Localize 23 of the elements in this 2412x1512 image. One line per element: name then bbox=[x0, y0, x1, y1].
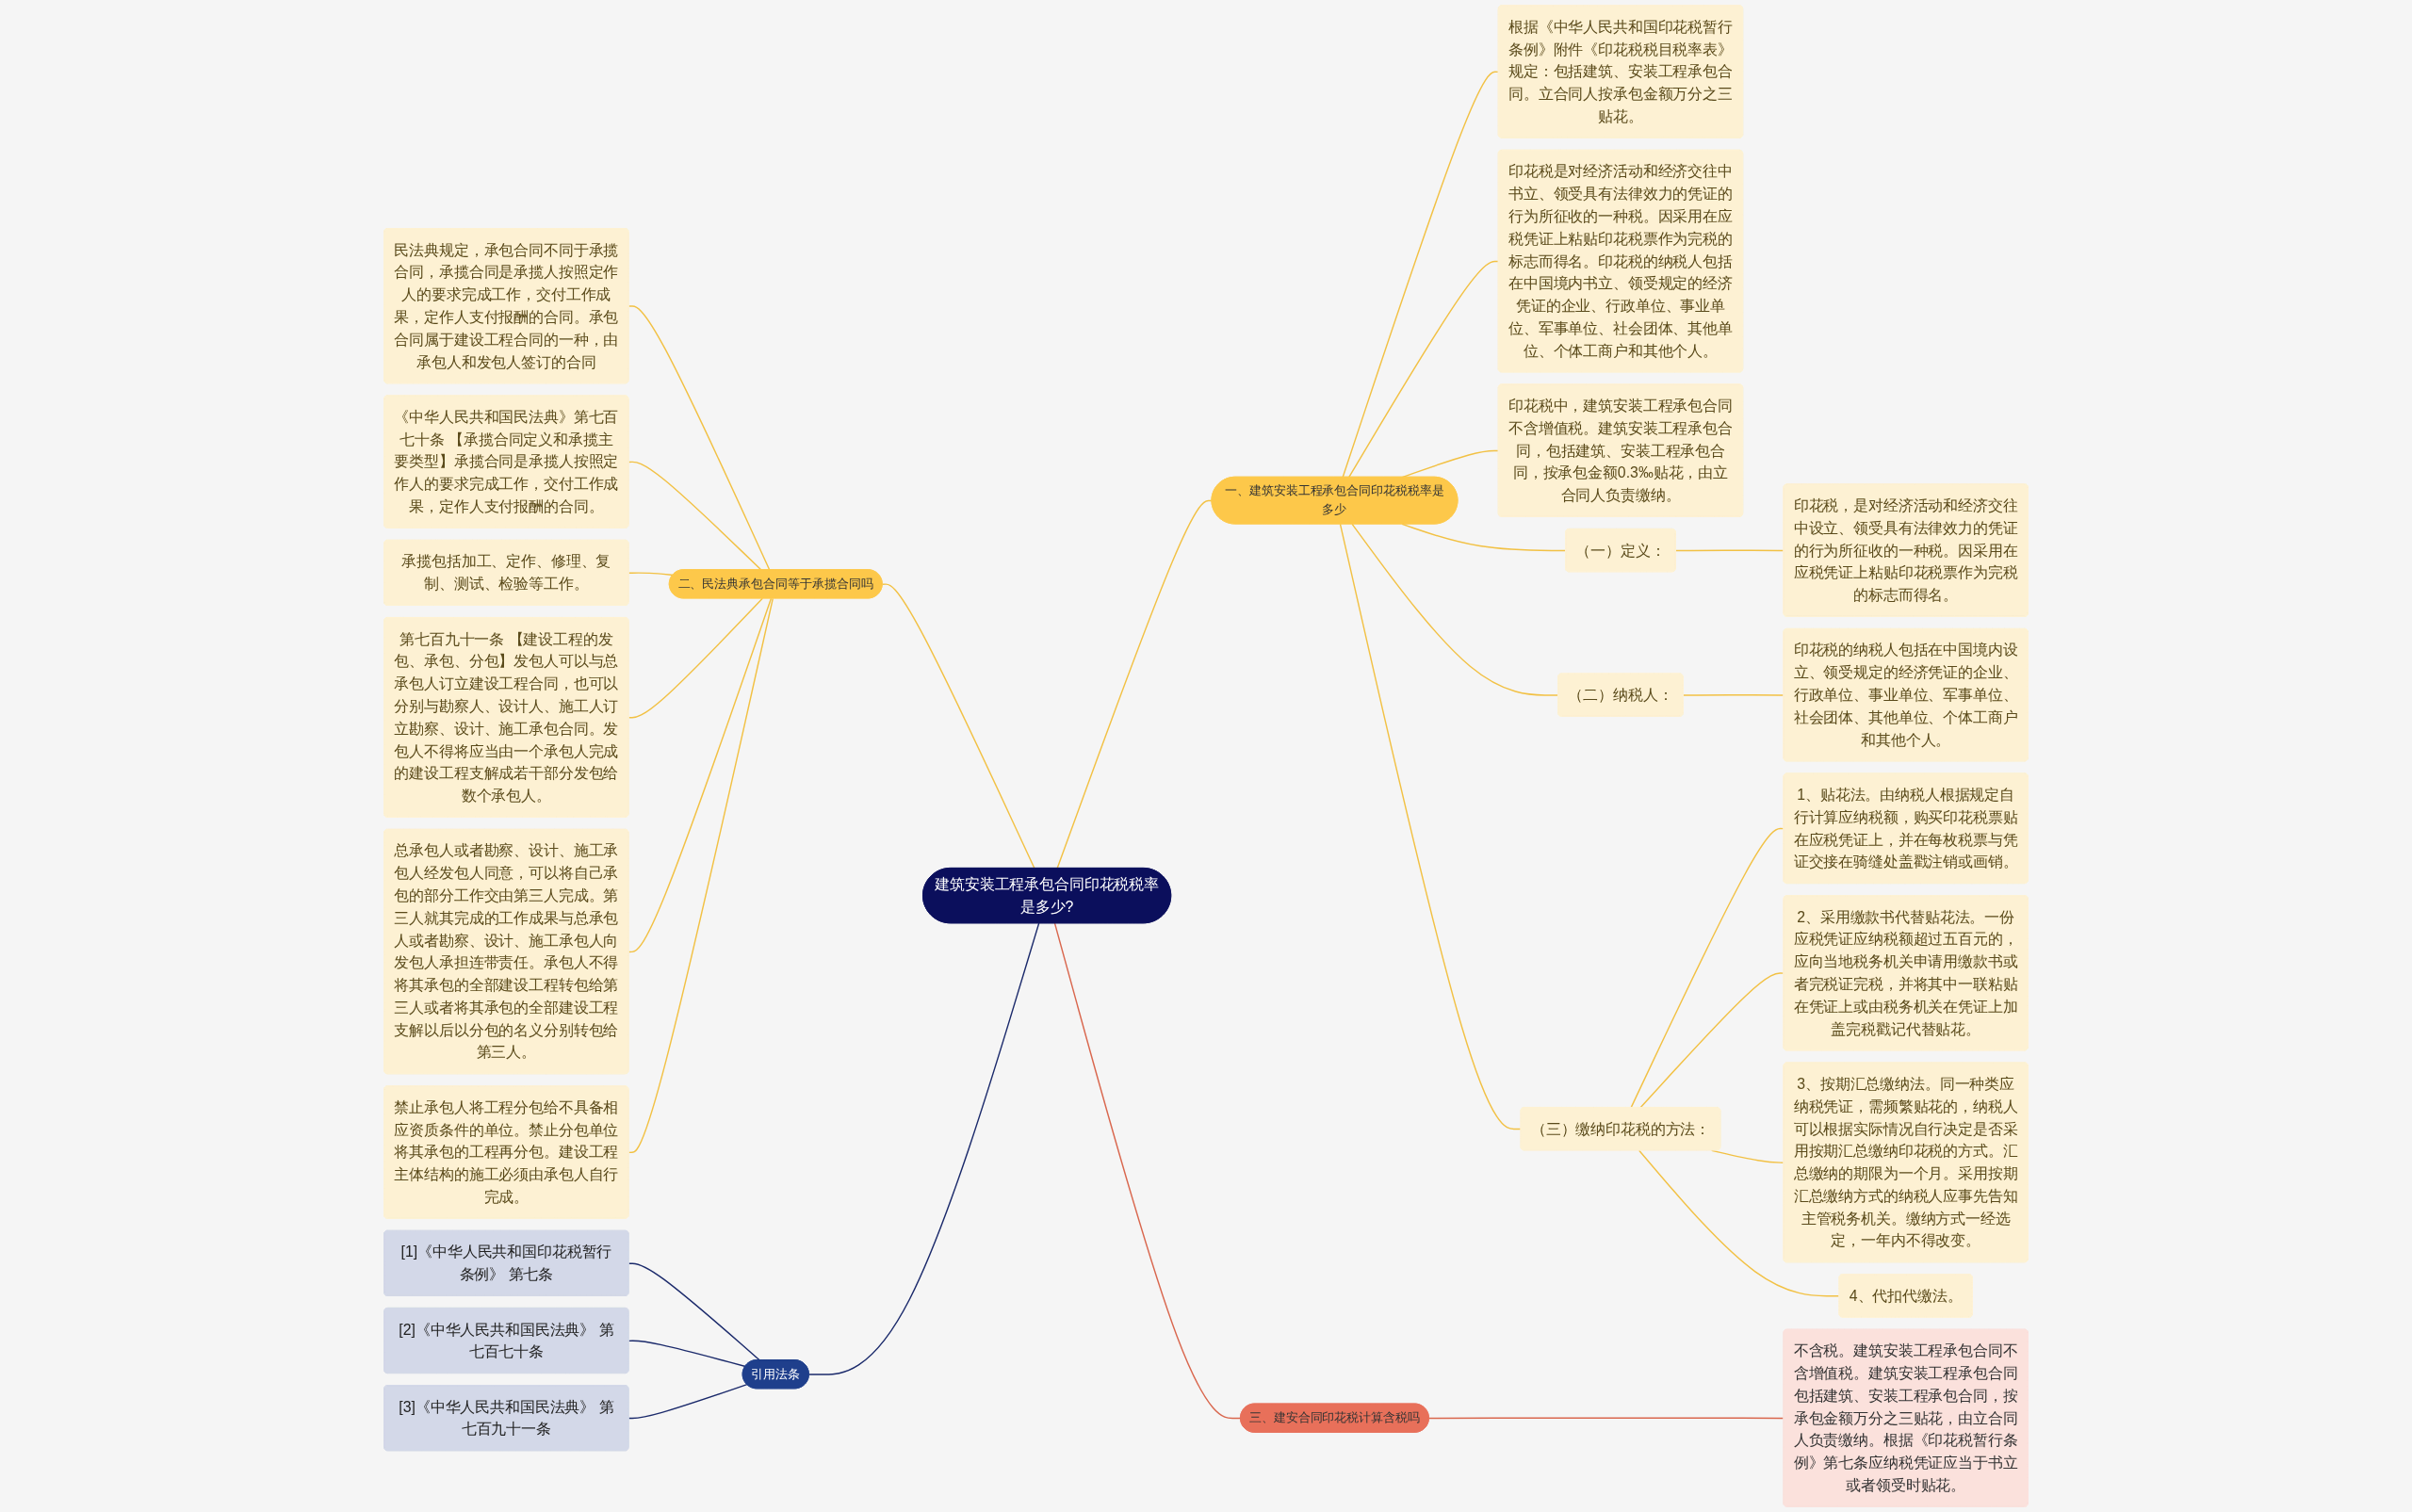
connector bbox=[627, 461, 762, 571]
connector bbox=[1682, 694, 1785, 696]
connector bbox=[881, 583, 1035, 870]
connector bbox=[627, 305, 771, 571]
connector bbox=[1056, 499, 1213, 870]
connector bbox=[1674, 549, 1785, 552]
connector bbox=[1428, 1417, 1785, 1420]
connector bbox=[627, 597, 763, 719]
connector bbox=[1339, 523, 1523, 1130]
connector bbox=[1638, 1149, 1840, 1297]
connector bbox=[1639, 972, 1785, 1109]
connector bbox=[627, 597, 774, 1154]
connector bbox=[1351, 523, 1559, 696]
connector bbox=[627, 1262, 761, 1361]
connector bbox=[1053, 922, 1242, 1420]
connector bbox=[627, 1340, 746, 1368]
connector bbox=[808, 922, 1040, 1375]
connector bbox=[627, 1383, 748, 1420]
connector bbox=[1348, 260, 1500, 479]
connector bbox=[1342, 71, 1500, 479]
connector bbox=[1630, 827, 1785, 1109]
connector bbox=[627, 572, 674, 577]
connector bbox=[627, 597, 773, 953]
